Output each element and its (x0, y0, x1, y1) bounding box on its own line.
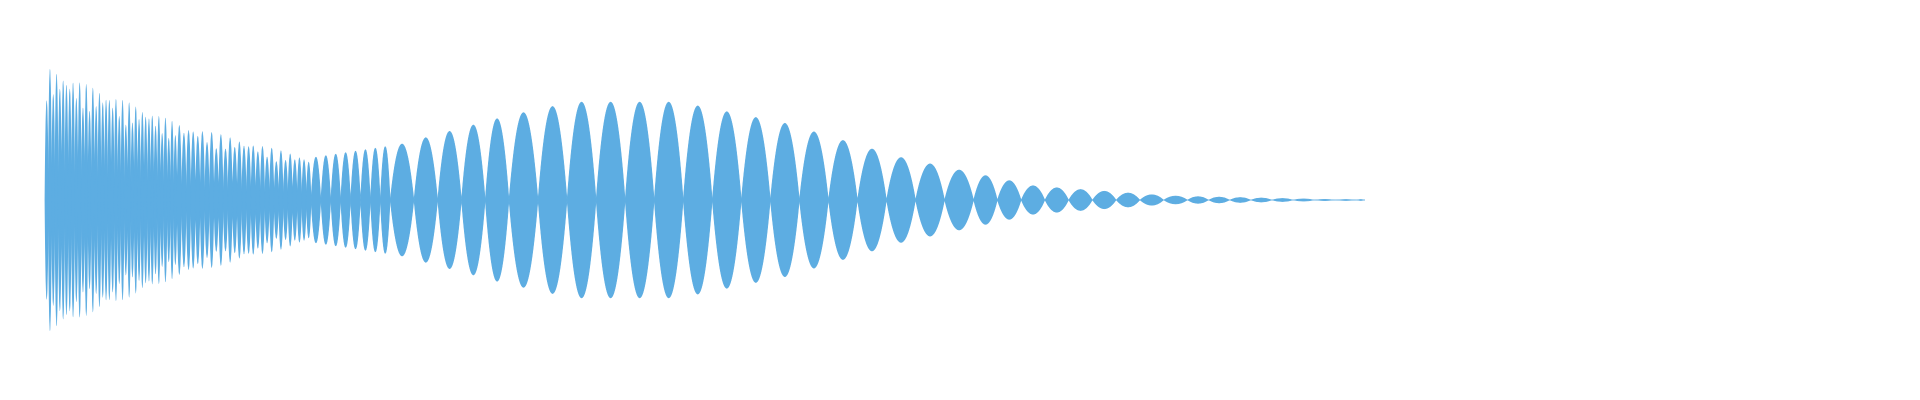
audio-waveform (44, 69, 1366, 331)
waveform-display (44, 69, 1366, 331)
